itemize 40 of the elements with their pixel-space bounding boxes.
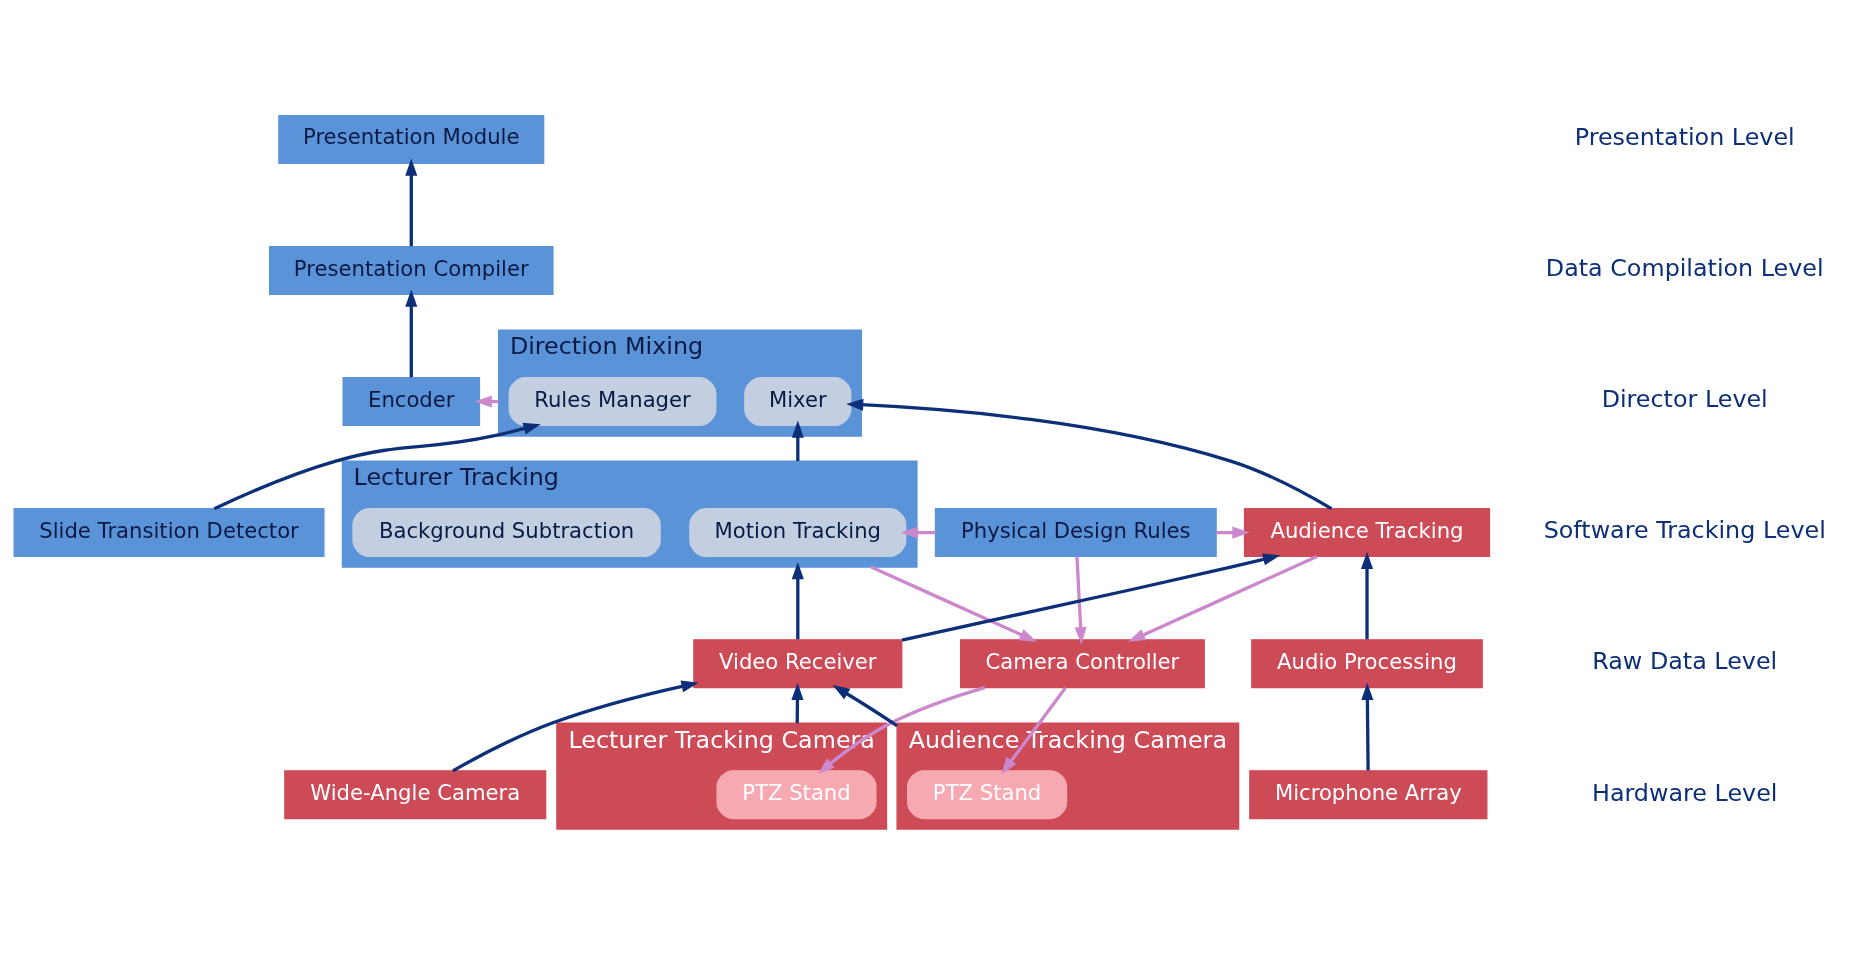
arrow: [870, 565, 1037, 642]
node-box: Audio Processing: [1251, 639, 1483, 689]
arrow: [791, 682, 804, 724]
node-box: Presentation Module: [278, 114, 545, 164]
arrow: [1074, 556, 1087, 645]
node-box: Motion Tracking: [689, 508, 907, 558]
node-box: Encoder: [342, 377, 481, 427]
label: Presentation Level: [1574, 123, 1795, 152]
arrow: [846, 398, 1333, 511]
arrow: [1128, 555, 1318, 642]
node-box: PTZ Stand: [716, 770, 877, 820]
node-box: Microphone Array: [1249, 770, 1488, 820]
arrow: [1360, 551, 1374, 640]
arrow: [791, 420, 804, 462]
label: Hardware Level: [1592, 778, 1778, 807]
node-box: Wide-Angle Camera: [284, 770, 547, 820]
arrow: [1001, 686, 1067, 775]
arrow: [1361, 682, 1374, 771]
arrow: [213, 422, 541, 511]
node-box: Rules Manager: [508, 377, 717, 427]
arrow: [832, 685, 899, 728]
arrow: [405, 158, 418, 247]
arrow: [901, 553, 1281, 642]
node-box: Mixer: [744, 377, 852, 427]
arrow: [405, 289, 418, 378]
node-box: Slide Transition Detector: [13, 508, 325, 558]
node-box: Background Subtraction: [352, 508, 661, 558]
node-box: Physical Design Rules: [934, 508, 1217, 558]
node-box: Video Receiver: [693, 639, 903, 689]
label: Raw Data Level: [1592, 647, 1778, 676]
node-box: Camera Controller: [959, 639, 1205, 689]
arrow: [900, 526, 936, 539]
node-box: PTZ Stand: [907, 770, 1068, 820]
arrow: [791, 562, 804, 640]
node-box: Presentation Compiler: [268, 246, 554, 295]
label: Director Level: [1601, 385, 1768, 414]
label: Data Compilation Level: [1545, 254, 1824, 283]
label: Software Tracking Level: [1543, 516, 1826, 545]
arrow: [452, 680, 699, 773]
node-box: Audience Tracking: [1243, 508, 1491, 558]
